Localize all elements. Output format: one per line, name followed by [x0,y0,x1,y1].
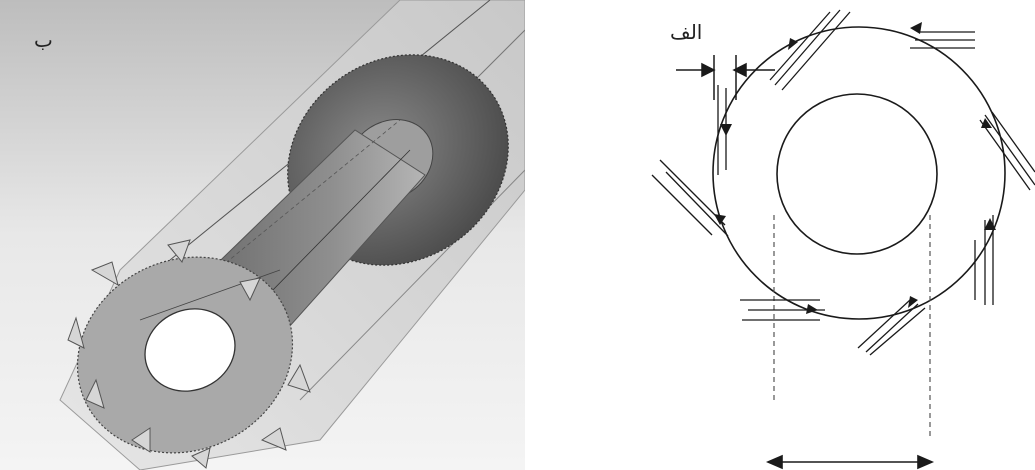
tangential-jets [651,9,1035,356]
guide-lines [773,215,931,440]
outer-ring [712,26,1006,320]
cylinder-3d-panel: ب [0,0,525,470]
panel-label-b: ب [34,28,53,52]
width-arrow [765,454,935,470]
gap-dimension [676,55,775,100]
panel-label-a: الف [670,20,703,44]
schematic-drawing [651,9,1035,470]
near-plate-hole [144,308,236,392]
nozzle-cones [67,239,311,469]
inner-ring [776,93,938,255]
schematic-panel: الف [640,0,1035,470]
flow-arrowheads [714,22,996,314]
cylinder-3d-drawing [0,0,525,470]
